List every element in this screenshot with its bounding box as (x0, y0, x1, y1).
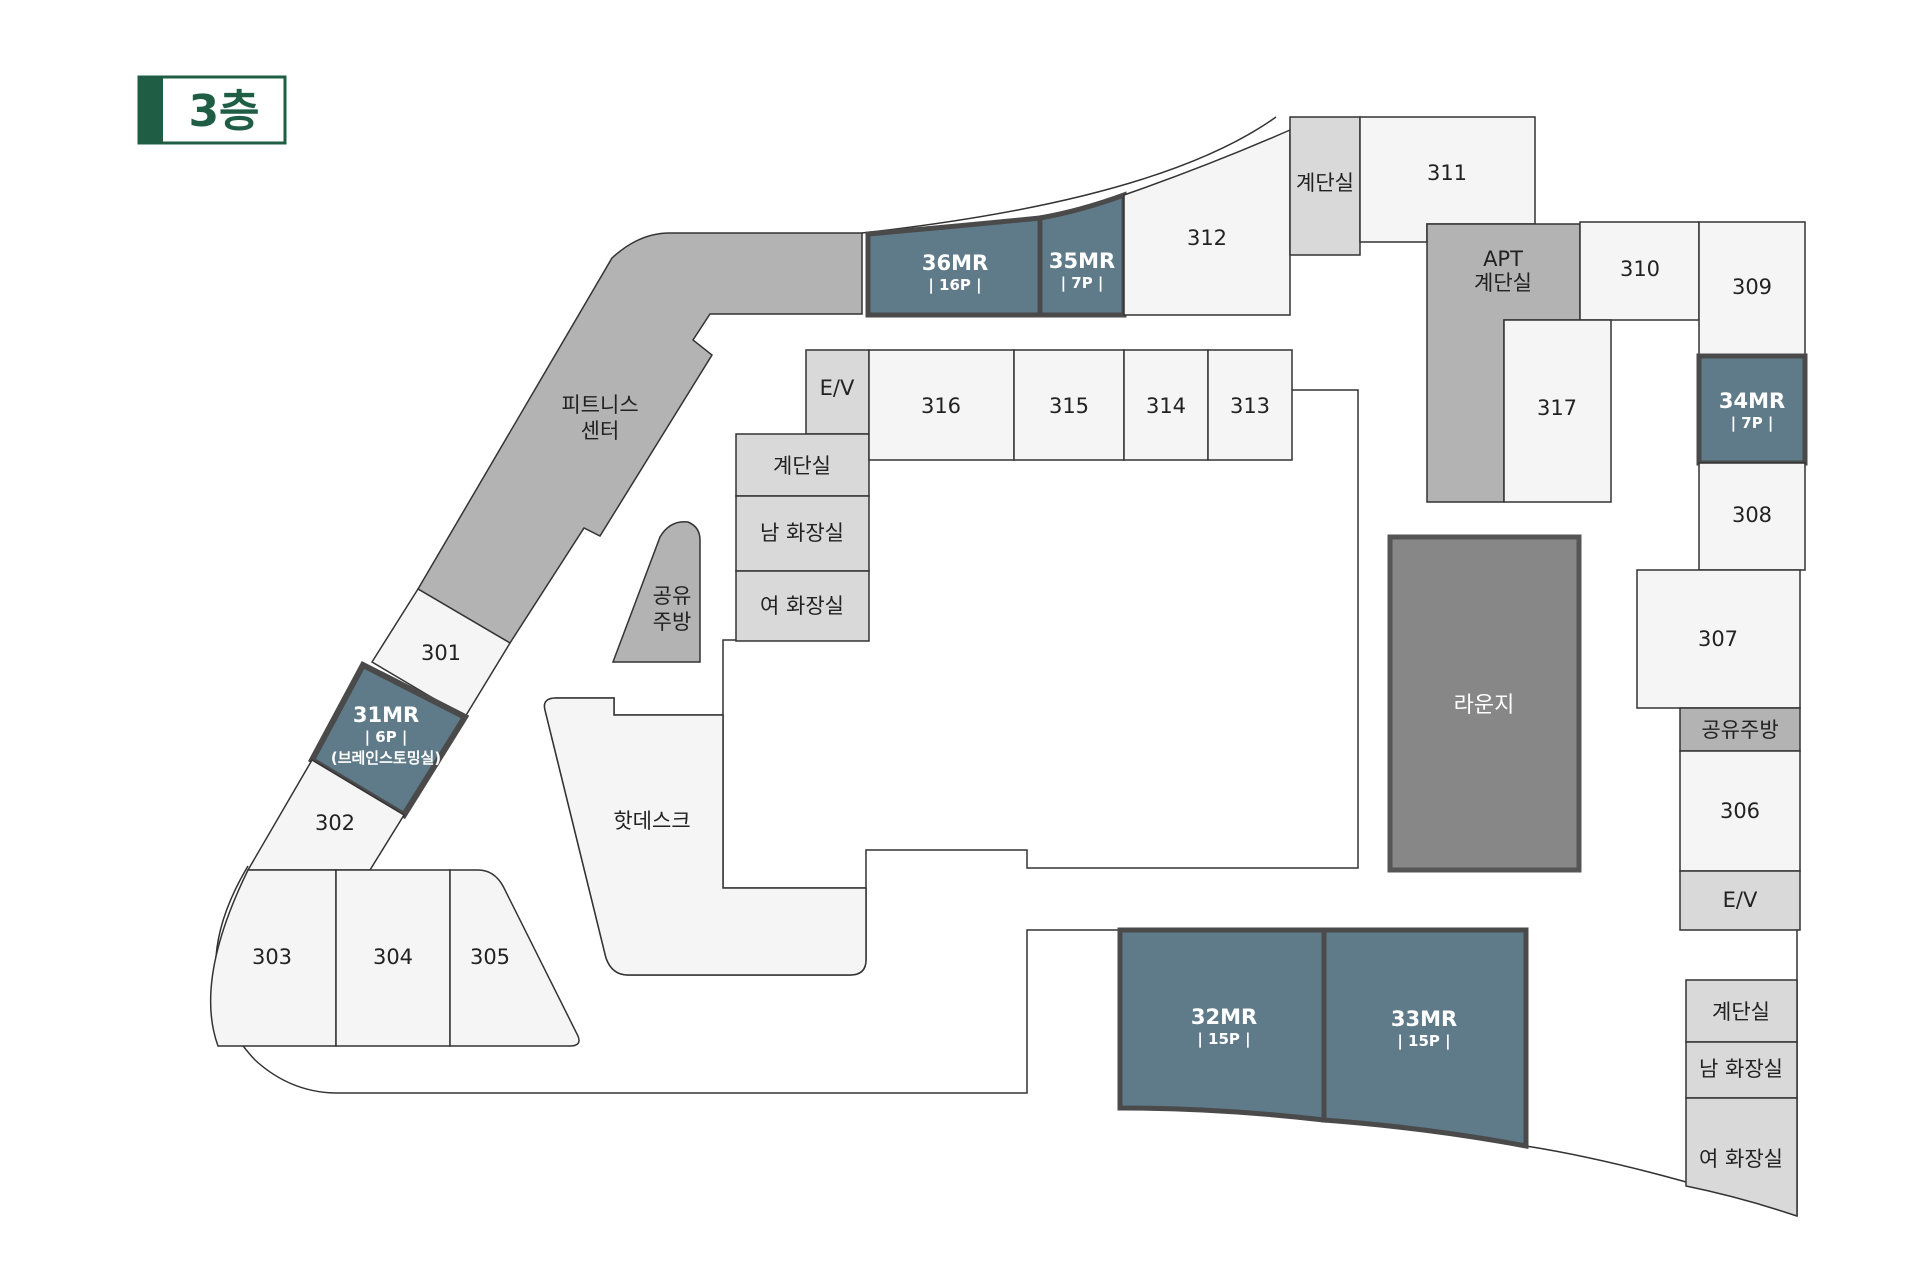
room-301-label: 301 (421, 641, 461, 665)
room-317-label: 317 (1537, 396, 1577, 420)
meeting-room-31[interactable]: 31MR | 6P | (브레인스토밍실) (308, 660, 470, 820)
shared-kitchen-center-label-1: 공유 (653, 584, 692, 608)
mr35-capacity: | 7P | (1061, 274, 1104, 293)
floor-badge-label: 3층 (188, 86, 259, 137)
fitness-center-label-2: 센터 (581, 419, 620, 443)
lounge[interactable]: 라운지 (1387, 534, 1582, 873)
shared-kitchen-center[interactable]: 공유 주방 (611, 521, 701, 663)
shared-kitchen-center-label-2: 주방 (653, 610, 692, 634)
mr33-name: 33MR (1391, 1007, 1457, 1031)
room-307-label: 307 (1698, 627, 1738, 651)
meeting-room-34[interactable]: 34MR | 7P | (1696, 353, 1808, 466)
mr31-capacity: | 6P | (365, 728, 408, 747)
apt-stairs-label-1: APT (1483, 247, 1523, 271)
meeting-room-33[interactable]: 33MR | 15P | (1321, 927, 1529, 1150)
room-316-label: 316 (921, 394, 961, 418)
womens-restroom-right-label: 여 화장실 (1699, 1147, 1783, 1171)
room-304[interactable]: 304 (335, 869, 451, 1047)
room-304-label: 304 (373, 945, 413, 969)
mens-restroom-center-label: 남 화장실 (760, 521, 844, 545)
room-307[interactable]: 307 (1636, 569, 1801, 709)
mr36-capacity: | 16P | (928, 276, 981, 295)
stairs-center[interactable]: 계단실 (735, 433, 870, 497)
mr34-name: 34MR (1719, 389, 1785, 413)
apt-stairs-label-2: 계단실 (1474, 271, 1532, 295)
room-310[interactable]: 310 (1579, 221, 1700, 321)
meeting-room-32[interactable]: 32MR | 15P | (1117, 927, 1327, 1123)
room-311[interactable]: 311 (1359, 116, 1536, 243)
hot-desk-label: 핫데스크 (613, 809, 690, 833)
mr32-capacity: | 15P | (1197, 1030, 1250, 1049)
room-309-label: 309 (1732, 275, 1772, 299)
shared-kitchen-right-label: 공유주방 (1701, 718, 1778, 742)
room-305-label: 305 (470, 945, 510, 969)
hot-desk-area[interactable]: 핫데스크 (543, 697, 867, 976)
womens-restroom-right[interactable]: 여 화장실 (1685, 1097, 1798, 1218)
elevator-right[interactable]: E/V (1679, 870, 1801, 931)
stairs-top[interactable]: 계단실 (1289, 116, 1361, 256)
womens-restroom-center-label: 여 화장실 (760, 594, 844, 618)
mr34-capacity: | 7P | (1731, 414, 1774, 433)
room-310-label: 310 (1620, 257, 1660, 281)
mr33-capacity: | 15P | (1397, 1032, 1450, 1051)
elevator-center-label: E/V (820, 376, 855, 400)
room-313-label: 313 (1230, 394, 1270, 418)
room-305[interactable]: 305 (449, 869, 580, 1047)
mens-restroom-center[interactable]: 남 화장실 (735, 495, 870, 572)
room-311-label: 311 (1427, 161, 1467, 185)
fitness-center-label-1: 피트니스 (561, 393, 638, 417)
room-309[interactable]: 309 (1698, 221, 1806, 357)
room-308-label: 308 (1732, 503, 1772, 527)
mr35-name: 35MR (1049, 249, 1115, 273)
mens-restroom-right[interactable]: 남 화장실 (1685, 1041, 1798, 1099)
room-315-label: 315 (1049, 394, 1089, 418)
mr32-name: 32MR (1191, 1005, 1257, 1029)
lounge-label: 라운지 (1454, 693, 1515, 718)
room-315[interactable]: 315 (1013, 349, 1125, 461)
shared-kitchen-right[interactable]: 공유주방 (1679, 707, 1801, 752)
mr31-note: (브레인스토밍실) (331, 749, 441, 767)
meeting-room-36[interactable]: 36MR | 16P | (865, 215, 1043, 318)
mr36-name: 36MR (922, 251, 988, 275)
room-306-label: 306 (1720, 799, 1760, 823)
room-314[interactable]: 314 (1123, 349, 1209, 461)
fitness-center[interactable]: 피트니스 센터 (416, 232, 863, 645)
stairs-center-label: 계단실 (773, 454, 831, 478)
room-317[interactable]: 317 (1503, 319, 1612, 503)
stairs-right[interactable]: 계단실 (1685, 979, 1798, 1043)
room-308[interactable]: 308 (1698, 462, 1806, 571)
elevator-center[interactable]: E/V (805, 349, 870, 435)
mr31-name: 31MR (353, 703, 419, 727)
womens-restroom-center[interactable]: 여 화장실 (735, 570, 870, 642)
stairs-right-label: 계단실 (1712, 1000, 1770, 1024)
floor-badge: 3층 (137, 75, 287, 145)
mens-restroom-right-label: 남 화장실 (1699, 1057, 1783, 1081)
room-313[interactable]: 313 (1207, 349, 1293, 461)
meeting-room-35[interactable]: 35MR | 7P | (1037, 191, 1127, 318)
room-314-label: 314 (1146, 394, 1186, 418)
room-302-label: 302 (315, 811, 355, 835)
room-303[interactable]: 303 (209, 869, 337, 1047)
room-312[interactable]: 312 (1123, 128, 1291, 316)
room-303-label: 303 (252, 945, 292, 969)
room-306[interactable]: 306 (1679, 750, 1801, 872)
elevator-right-label: E/V (1723, 888, 1758, 912)
stairs-top-label: 계단실 (1296, 171, 1354, 195)
room-312-label: 312 (1187, 226, 1227, 250)
room-316[interactable]: 316 (868, 349, 1015, 461)
